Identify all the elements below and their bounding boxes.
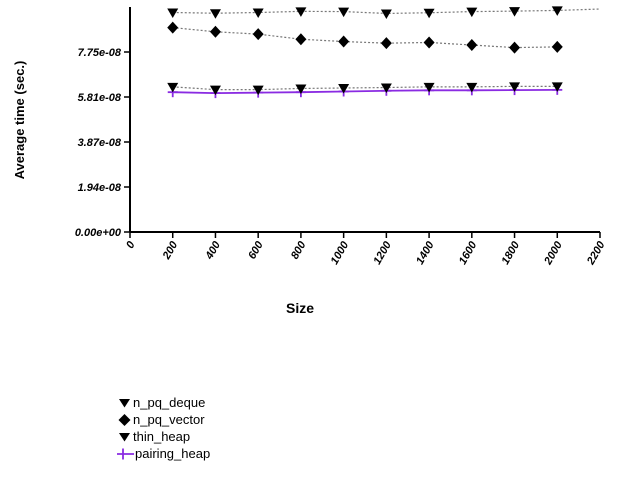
x-axis-label: Size [285,300,314,316]
triangle-down-marker [509,82,521,92]
diamond-marker [252,28,264,41]
triangle-down-marker [252,8,264,19]
x-tick-label: 1800 [500,239,523,267]
triangle-down-marker [252,85,264,96]
triangle-down-marker [551,82,563,92]
triangle-down-marker [209,9,221,19]
triangle-down-icon [119,399,130,408]
diamond-marker [295,33,307,46]
triangle-down-marker [509,7,521,17]
y-tick-label: 5.81e-08 [78,92,122,104]
triangle-down-marker [167,82,179,93]
triangle-down-marker [338,7,350,18]
triangle-down-marker [380,83,392,94]
y-axis-label: Average time (sec.) [12,60,27,180]
triangle-down-marker [551,6,563,16]
x-tick-label: 400 [203,239,224,263]
legend-label: pairing_heap [135,446,211,461]
x-tick-label: 600 [246,239,266,262]
legend-item: pairing_heap [117,445,210,462]
triangle-down-marker [209,85,221,96]
triangle-down-icon [119,433,130,442]
diamond-marker [466,39,478,52]
x-tick-label: 1600 [457,239,480,267]
plus-line-icon [117,448,134,459]
x-tick-label: 2000 [542,239,566,268]
triangle-down-marker [423,8,435,19]
x-tick-label: 0 [124,239,138,251]
diamond-icon [118,413,131,426]
legend-label: n_pq_deque [133,395,206,410]
x-tick-label: 200 [160,239,181,263]
series-line-thin_heap [172,85,558,91]
diamond-marker [380,37,392,50]
diamond-marker [338,35,350,48]
triangle-down-marker [380,9,392,19]
triangle-down-marker [295,84,307,94]
triangle-down-marker [295,7,307,17]
legend-item: n_pq_deque [117,394,210,411]
x-tick-label: 1000 [329,239,352,267]
series-line-n_pq_vector [172,27,558,49]
triangle-down-marker [466,82,478,93]
y-tick-label: 3.87e-08 [78,137,122,149]
x-tick-label: 1400 [414,239,437,267]
triangle-down-marker [338,84,350,94]
y-tick-label: 0.00e+00 [75,227,122,239]
triangle-down-marker [466,7,478,18]
triangle-down-marker [167,8,179,19]
triangle-down-marker [423,82,435,93]
series-line-pairing_heap [172,88,558,95]
legend: n_pq_deque n_pq_vector thin_heap pairing… [117,394,210,462]
y-tick-label: 1.94e-08 [78,182,122,194]
diamond-marker [423,36,435,49]
plot-area: 0 200 400 600 800 1000 1200 1400 1600 1800 2000 220… [75,6,608,268]
legend-item: n_pq_vector [117,411,210,428]
legend-label: thin_heap [133,429,191,444]
legend-label: n_pq_vector [133,412,205,427]
x-tick-label: 800 [289,239,309,262]
diamond-marker [209,25,221,38]
diamond-marker [167,21,179,34]
diamond-marker [551,40,563,53]
y-tick-label: 7.75e-08 [78,47,122,59]
x-tick-label: 1200 [371,239,394,267]
diamond-marker [509,41,521,54]
x-tick-label: 2200 [584,239,608,268]
legend-item: thin_heap [117,428,210,445]
